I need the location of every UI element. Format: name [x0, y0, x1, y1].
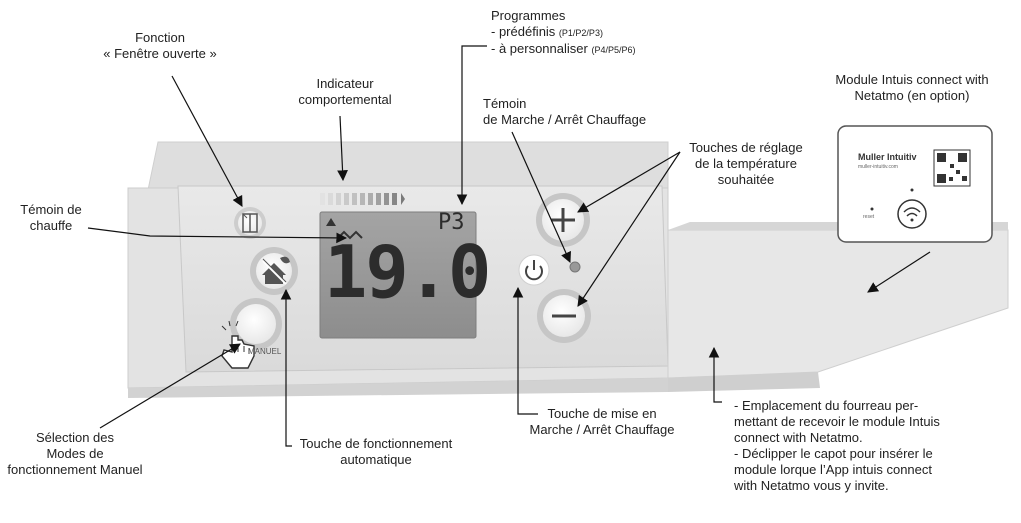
label-programs-custom: - à personnaliser — [491, 41, 592, 56]
lcd-screen — [319, 211, 477, 339]
label-temperature-keys-line2: de la température — [695, 156, 797, 171]
label-slot-line1: - Emplacement du fourreau per- — [734, 398, 919, 413]
label-temperature-keys-line1: Touches de réglage — [689, 140, 803, 155]
label-module-line1: Module Intuis connect with — [835, 72, 989, 87]
label-module-line2: Netatmo (en option) — [854, 88, 970, 103]
label-programs-custom-codes: (P4/P5/P6) — [591, 45, 636, 55]
label-indicator-line1: Indicateur — [316, 76, 374, 91]
label-indicator-line2: comportemental — [298, 92, 392, 107]
label-programs-title: Programmes — [491, 8, 566, 23]
label-programs-predefined: - prédéfinis — [491, 24, 559, 39]
label-power-key-line2: Marche / Arrêt Chauffage — [529, 422, 675, 437]
label-slot-line3: connect with Netatmo. — [734, 430, 863, 445]
label-window-function-sub: « Fenêtre ouverte » — [103, 46, 217, 61]
label-power-indicator-line1: Témoin — [483, 96, 527, 111]
label-temperature-keys-line3: souhaitée — [717, 172, 775, 187]
label-manual-line1: Sélection des — [35, 430, 115, 445]
label-auto-key: Touche de fonctionnement automatique — [286, 436, 466, 468]
label-slot-line5: module lorque l’App intuis connect — [734, 462, 933, 477]
module-reset: reset — [863, 214, 875, 220]
label-power-indicator: Témoin de Marche / Arrêt Chauffage — [483, 96, 646, 128]
module-card — [837, 125, 993, 243]
label-power-indicator-line2: de Marche / Arrêt Chauffage — [483, 112, 647, 127]
label-temperature-keys: Touches de réglage de la température sou… — [676, 140, 816, 188]
module-tagline: muller-intuitiv.com — [858, 164, 898, 170]
label-slot-description: - Emplacement du fourreau per- mettant d… — [734, 398, 940, 494]
lcd-program: P3 — [438, 210, 465, 235]
label-auto-line1: Touche de fonctionnement — [299, 436, 453, 451]
manual-button[interactable] — [230, 298, 282, 350]
module-brand: Muller Intuitiv — [858, 152, 917, 162]
behaviour-indicator — [320, 193, 405, 205]
label-slot-line4: - Déclipper le capot pour insérer le — [734, 446, 933, 461]
label-power-key: Touche de mise en Marche / Arrêt Chauffa… — [514, 406, 690, 438]
label-slot-line6: with Netatmo vous y invite. — [734, 478, 889, 493]
callout-lines — [87, 45, 931, 447]
label-auto-line2: automatique — [340, 452, 412, 467]
label-indicator: Indicateur comportemental — [290, 76, 400, 108]
heating-led — [569, 261, 581, 273]
label-manual-line2: Modes de — [46, 446, 104, 461]
manuel-label: MANUEL — [248, 347, 282, 356]
label-slot-line2: mettant de recevoir le module Intuis — [734, 414, 940, 429]
label-programs-predefined-codes: (P1/P2/P3) — [558, 28, 603, 38]
label-manual-line3: fonctionnement Manuel — [7, 462, 143, 477]
label-heating-line1: Témoin de — [20, 202, 82, 217]
plus-button[interactable] — [536, 193, 590, 247]
label-heating-line2: chauffe — [29, 218, 73, 233]
label-window-function-title: Fonction — [135, 30, 185, 45]
label-window-function: Fonction « Fenêtre ouverte » — [100, 30, 220, 62]
lcd-temperature: 19.0 — [324, 230, 491, 314]
label-programs: Programmes - prédéfinis (P1/P2/P3) - à p… — [491, 8, 635, 58]
label-power-key-line1: Touche de mise en — [547, 406, 657, 421]
label-manual-selection: Sélection des Modes de fonctionnement Ma… — [0, 430, 150, 478]
window-open-button[interactable] — [234, 207, 266, 239]
power-button[interactable] — [518, 254, 550, 286]
label-heating-indicator: Témoin de chauffe — [14, 202, 88, 234]
label-module: Module Intuis connect with Netatmo (en o… — [812, 72, 1012, 104]
auto-mode-button[interactable] — [250, 247, 298, 295]
minus-button[interactable] — [537, 289, 591, 343]
